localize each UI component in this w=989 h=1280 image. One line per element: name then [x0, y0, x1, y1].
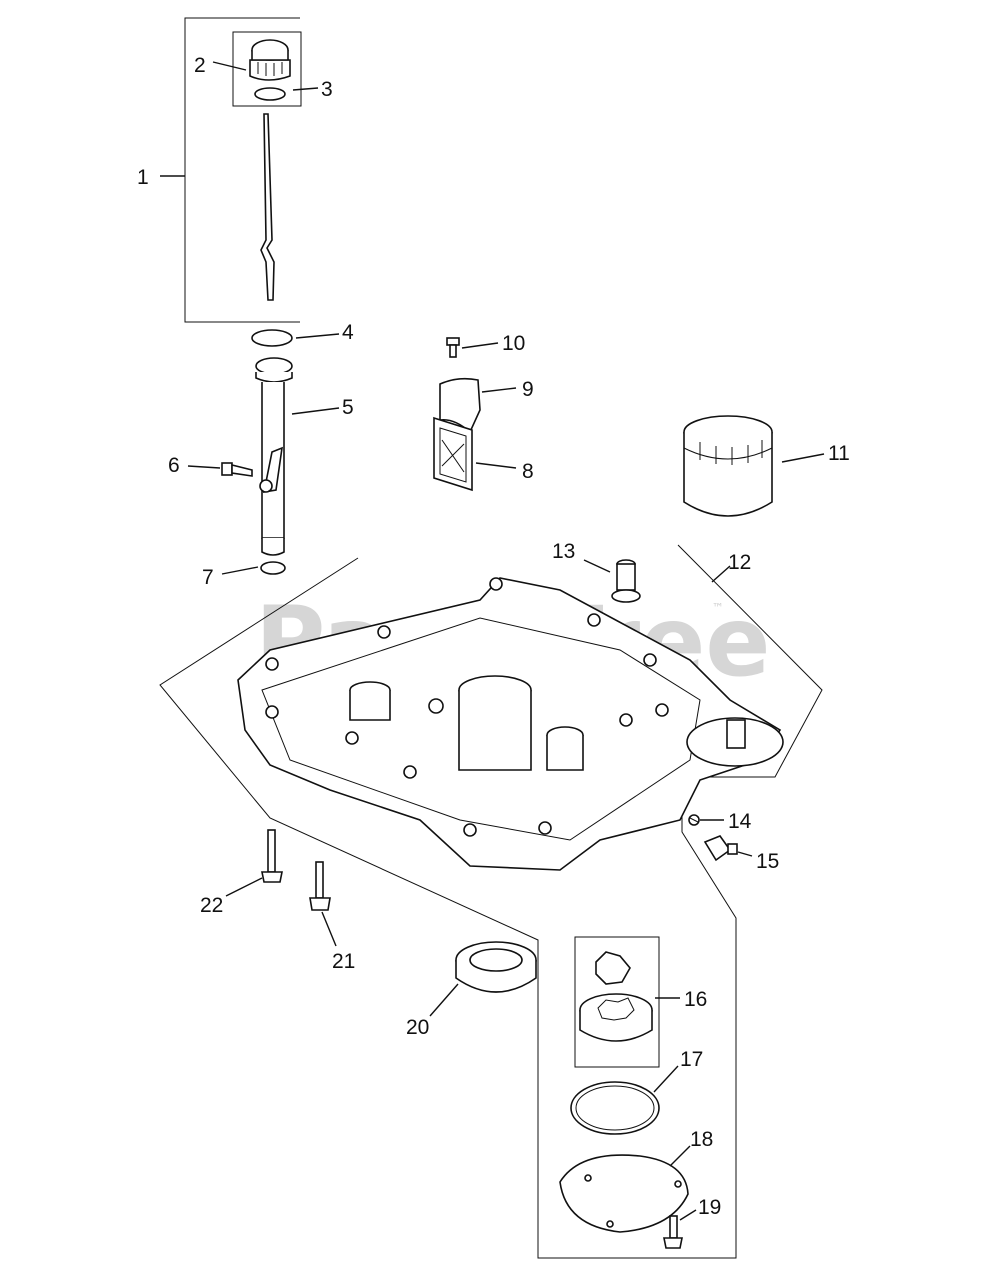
callout-6: 6: [168, 454, 180, 477]
filter-nipple-part: [611, 559, 641, 603]
callout-3: 3: [321, 78, 333, 101]
oil-filter-part: [683, 415, 773, 517]
callout-2: 2: [194, 54, 206, 77]
leader-15: [737, 851, 753, 857]
dipstick-part: [260, 113, 275, 301]
oil-pump-rotor-part: [579, 951, 653, 1042]
leader-7: [221, 566, 259, 575]
cap-oring-part: [254, 87, 286, 101]
callout-12: 12: [728, 551, 751, 574]
callout-9: 9: [522, 378, 534, 401]
leader-13: [583, 559, 611, 573]
leader-21: [321, 911, 337, 947]
screen-screw-part: [446, 337, 460, 358]
callout-1: 1: [137, 166, 149, 189]
leader-18: [669, 1145, 691, 1167]
leader-8: [475, 462, 517, 469]
cap-box: [232, 31, 302, 107]
oil-pan-outline: [159, 544, 823, 1259]
leader-10: [461, 342, 499, 349]
pump-cover-part: [559, 1154, 689, 1233]
callout-4: 4: [342, 321, 354, 344]
bolt-22-part: [261, 829, 283, 883]
leader-9: [481, 387, 517, 393]
tube-bolt-part: [221, 462, 253, 477]
callout-14: 14: [728, 810, 752, 833]
dipstick-cap-part: [249, 39, 291, 81]
callout-21: 21: [332, 950, 355, 973]
drain-plug-part: [703, 835, 738, 862]
leader-3: [292, 87, 319, 91]
tube-lower-oring-part: [260, 561, 286, 575]
oil-seal-part: [455, 941, 537, 993]
callout-19: 19: [698, 1196, 721, 1219]
leader-6: [187, 465, 221, 469]
tube-oring-part: [251, 329, 293, 347]
callout-7: 7: [202, 566, 214, 589]
leader-17: [653, 1065, 679, 1093]
small-plug-part: [688, 814, 700, 826]
callout-13: 13: [552, 540, 575, 563]
bolt-21-part: [309, 861, 331, 911]
oil-pan-part: [237, 577, 784, 871]
callout-10: 10: [502, 332, 525, 355]
pump-oring-part: [570, 1081, 660, 1135]
callout-8: 8: [522, 460, 534, 483]
callout-17: 17: [680, 1048, 703, 1071]
leader-12: [711, 565, 731, 583]
callout-5: 5: [342, 396, 354, 419]
leader-22: [225, 877, 263, 897]
cover-screw-part: [663, 1215, 683, 1249]
dipstick-tube-part: [255, 357, 293, 556]
screen-bracket-part: [439, 377, 481, 434]
leader-2: [212, 61, 247, 71]
callout-11: 11: [828, 442, 850, 465]
leader-20: [429, 983, 459, 1017]
callout-22: 22: [200, 894, 223, 917]
callout-15: 15: [756, 850, 779, 873]
leader-11: [781, 453, 825, 463]
leader-5: [291, 407, 340, 415]
callout-18: 18: [690, 1128, 713, 1151]
leader-4: [295, 333, 340, 339]
callout-20: 20: [406, 1016, 429, 1039]
watermark-trademark: ™: [712, 601, 724, 615]
callout-16: 16: [684, 988, 707, 1011]
dipstick-bracket: [184, 17, 300, 323]
pump-box: [574, 936, 660, 1068]
oil-screen-part: [433, 416, 473, 492]
leader-19: [679, 1209, 697, 1221]
